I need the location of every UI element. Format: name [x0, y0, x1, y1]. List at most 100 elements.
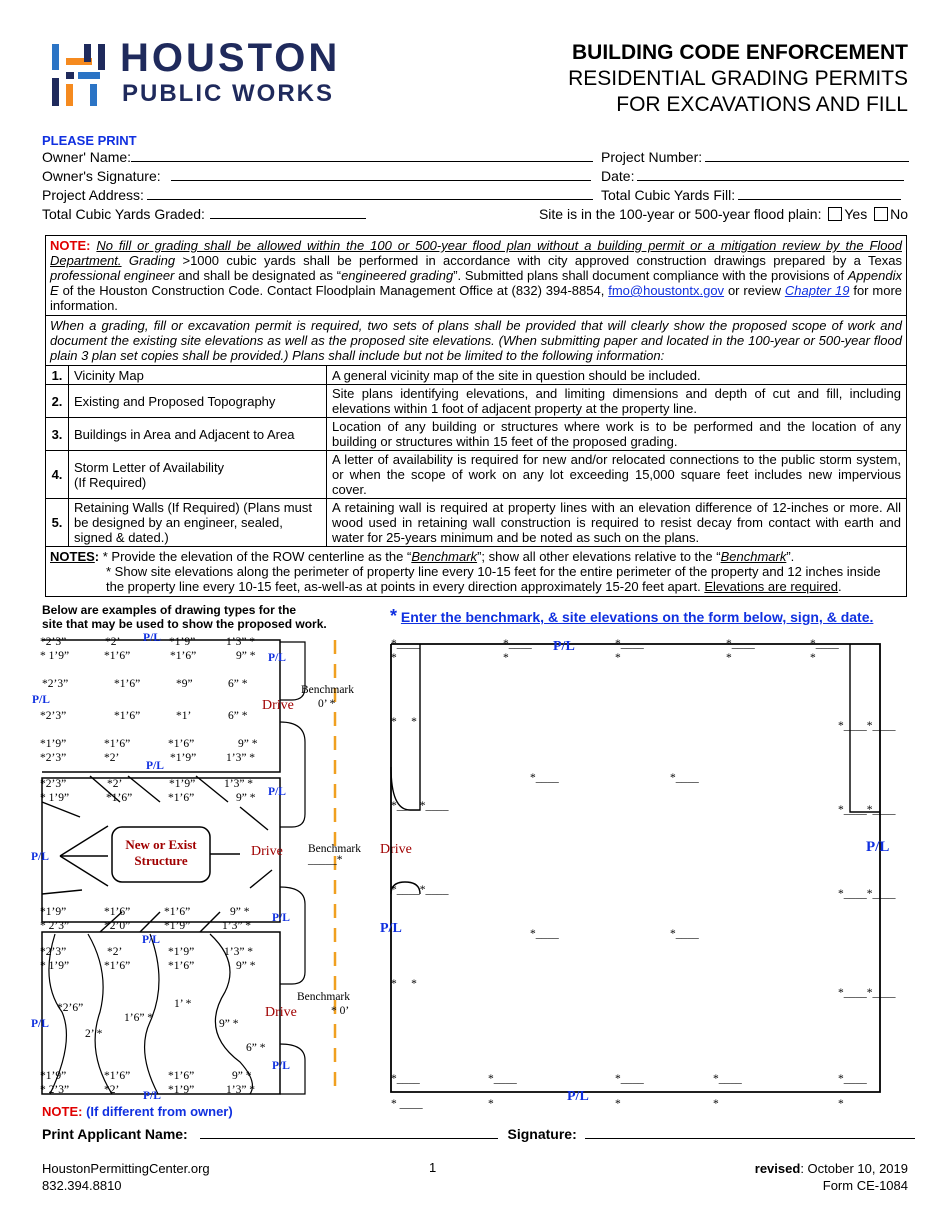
requirement-number: 1.: [46, 365, 69, 385]
examples-caption: Below are examples of drawing types for …: [42, 603, 327, 631]
please-print-label: PLEASE PRINT: [42, 133, 137, 148]
note-text-4: of the Houston Construction Code. Contac…: [62, 283, 605, 298]
total-graded-field[interactable]: [209, 218, 366, 219]
print-applicant-name-label: Print Applicant Name:: [42, 1126, 188, 1142]
pl-label: P/L: [272, 912, 290, 924]
benchmark-term: Benchmark: [720, 549, 787, 564]
date-row: Date:: [601, 168, 905, 187]
flood-plain-row: Site is in the 100-year or 500-year floo…: [539, 206, 908, 225]
example-drawings: [41, 639, 337, 1095]
revised-label: revised: [754, 1161, 801, 1176]
pl-label: P/L: [268, 786, 286, 798]
plans-paragraph: When a grading, fill or excavation permi…: [46, 316, 906, 365]
footer-right: revised: October 10, 2019 Form CE-1084: [755, 1160, 908, 1194]
footer-website[interactable]: HoustonPermittingCenter.org: [42, 1161, 210, 1176]
no-label: No: [890, 206, 908, 222]
total-fill-field[interactable]: [738, 199, 902, 200]
applicant-signature-field[interactable]: [584, 1138, 915, 1139]
total-fill-label: Total Cubic Yards Fill:: [601, 187, 736, 203]
site-elevation-form: [390, 643, 881, 1093]
requirement-name: Vicinity Map: [68, 365, 327, 385]
table-row: 1. Vicinity Map A general vicinity map o…: [46, 365, 906, 385]
drive-label: Drive: [380, 842, 412, 857]
requirement-name: Retaining Walls (If Required) (Plans mus…: [68, 498, 327, 547]
table-row: 4. Storm Letter of Availability(If Requi…: [46, 450, 906, 499]
project-number-label: Project Number:: [601, 149, 703, 165]
requirements-table: 1. Vicinity Map A general vicinity map o…: [46, 365, 906, 547]
note-1-text-c: ”.: [786, 549, 795, 564]
note-professional-engineer: professional engineer: [50, 268, 175, 283]
title-line-2: RESIDENTIAL GRADING PERMITS: [568, 67, 908, 90]
pl-label: P/L: [567, 1089, 589, 1104]
email-link[interactable]: fmo@houstontx.gov: [608, 283, 725, 298]
structure-label-line-2: Structure: [134, 853, 188, 868]
flood-plain-label: Site is in the 100-year or 500-year floo…: [538, 206, 822, 222]
yes-checkbox[interactable]: [828, 207, 843, 221]
requirement-description: A retaining wall is required at property…: [326, 498, 906, 547]
notes-label: NOTES: [50, 549, 95, 564]
table-row: 2. Existing and Proposed Topography Site…: [46, 384, 906, 418]
project-address-row: Project Address:: [42, 187, 593, 206]
applicant-name-field[interactable]: [199, 1138, 498, 1139]
requirements-box: NOTE: No fill or grading shall be allowe…: [45, 235, 907, 597]
chapter-19-link[interactable]: Chapter 19: [784, 283, 850, 298]
note-appendix: Appendix E: [50, 268, 902, 298]
project-number-field[interactable]: [705, 161, 910, 162]
pl-label: P/L: [146, 760, 164, 772]
project-address-label: Project Address:: [42, 187, 144, 203]
owner-name-field[interactable]: [131, 161, 594, 162]
project-address-field[interactable]: [146, 199, 593, 200]
elevations-required: Elevations are required: [704, 579, 839, 594]
pl-label: P/L: [143, 632, 161, 644]
note-engineered-grading: engineered grading: [341, 268, 454, 283]
note-label: NOTE:: [50, 238, 91, 253]
date-label: Date:: [601, 168, 635, 184]
requirement-description: A general vicinity map of the site in qu…: [326, 365, 906, 385]
no-checkbox[interactable]: [874, 207, 889, 221]
applicant-note: NOTE: (If different from owner): [42, 1104, 233, 1119]
pl-label: P/L: [553, 639, 575, 654]
note-text-5: or review: [727, 283, 781, 298]
brand-public-works: PUBLIC WORKS: [122, 80, 334, 107]
note-flood-warning: No fill or grading shall be allowed with…: [50, 238, 902, 268]
note-1: NOTES: * Provide the elevation of the RO…: [50, 549, 795, 564]
pl-label: P/L: [143, 1090, 161, 1102]
structure-label-line-1: New or Exist: [125, 837, 197, 852]
note-2: * Show site elevations along the perimet…: [106, 564, 881, 594]
applicant-row: Print Applicant Name: Signature:: [42, 1126, 915, 1142]
owner-signature-field[interactable]: [170, 180, 591, 181]
note-grading-word: Grading: [128, 253, 176, 268]
pl-label: P/L: [268, 652, 286, 664]
requirement-number: 4.: [46, 450, 69, 499]
project-number-row: Project Number:: [601, 149, 910, 168]
owner-signature-row: Owner's Signature:: [42, 168, 591, 187]
examples-caption-line-1: Below are examples of drawing types for …: [42, 603, 297, 617]
requirement-name: Buildings in Area and Adjacent to Area: [68, 417, 327, 451]
requirement-name-cell: Storm Letter of Availability(If Required…: [68, 450, 327, 499]
document-title: BUILDING CODE ENFORCEMENT RESIDENTIAL GR…: [568, 40, 908, 118]
revised-date: : October 10, 2019: [800, 1161, 908, 1176]
requirement-name: Storm Letter of Availability: [74, 459, 225, 475]
requirement-description: Location of any building or structures w…: [326, 417, 906, 451]
date-field[interactable]: [637, 180, 905, 181]
owner-signature-label: Owner's Signature:: [42, 168, 161, 184]
page-number: 1: [429, 1160, 437, 1175]
owner-name-label: Owner' Name:: [42, 149, 132, 165]
drive-label: Drive: [265, 1005, 297, 1020]
note-text-3: ”. Submitted plans shall document compli…: [453, 268, 845, 283]
owner-name-row: Owner' Name:: [42, 149, 594, 168]
note-1-text-a: * Provide the elevation of the ROW cente…: [102, 549, 412, 564]
title-line-3: FOR EXCAVATIONS AND FILL: [616, 93, 908, 116]
note-text-6: for more information.: [50, 283, 903, 313]
applicant-note-label: NOTE:: [42, 1104, 83, 1119]
footer-phone: 832.394.8810: [42, 1178, 122, 1193]
examples-caption-line-2: site that may be used to show the propos…: [42, 617, 327, 631]
brand-houston: HOUSTON: [120, 36, 341, 80]
table-row: 5. Retaining Walls (If Required) (Plans …: [46, 498, 906, 547]
example-elevations: *2’3” *2’ *1’9” 1’3” * * 1’9” *1’6” *1’6…: [31, 632, 412, 1102]
form-number: Form CE-1084: [822, 1178, 908, 1193]
instruction-text: Enter the benchmark, & site elevations o…: [400, 609, 874, 625]
applicant-note-text: (If different from owner): [86, 1104, 233, 1119]
table-row: 3. Buildings in Area and Adjacent to Are…: [46, 417, 906, 451]
elevation-entry-points: *____ * *____ * *____ * *____ * *____ * …: [380, 638, 896, 1110]
